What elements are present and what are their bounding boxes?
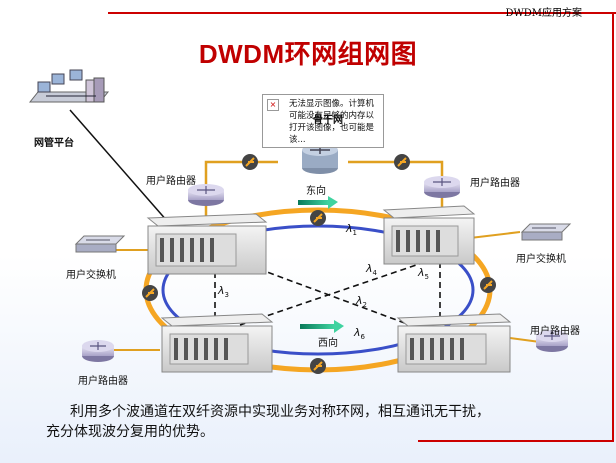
- broken-image-message: 无法显示图像。计算机可能没有足够的内存以打开该图像，也可能是该...: [289, 99, 375, 145]
- wavelength-paths: [214, 261, 441, 326]
- east-arrow-icon: [298, 196, 338, 209]
- page-title: DWDM环网组网图: [198, 39, 418, 69]
- amplifier-icon: [310, 210, 326, 226]
- amplifier-icon: [480, 277, 496, 293]
- west-label: 西向: [318, 338, 338, 349]
- dwdm-device-ne: [382, 205, 476, 265]
- mgmt-platform-icon: [28, 69, 110, 103]
- router-top-left-label: 用户路由器: [146, 176, 196, 187]
- link-router-bottom-right: [509, 337, 541, 343]
- router-icon: [82, 340, 114, 362]
- caption-line-2: 充分体现波分复用的优势。: [46, 424, 214, 440]
- router-icon: [188, 184, 224, 206]
- dwdm-device-nw: [146, 213, 268, 275]
- lambda-3-label: λ3: [218, 284, 229, 300]
- footer-line: [418, 440, 614, 442]
- east-label: 东向: [306, 186, 326, 197]
- west-arrow-icon: [300, 320, 344, 333]
- mgmt-platform-label: 网管平台: [34, 138, 74, 149]
- switch-icon: [520, 223, 572, 241]
- amplifier-icon: [310, 358, 326, 374]
- amplifier-icon: [142, 285, 158, 301]
- lambda-5-label: λ5: [418, 266, 429, 282]
- caption: 利用多个波通道在双纤资源中实现业务对称环网，相互通讯无干扰， 充分体现波分复用的…: [46, 402, 590, 442]
- amplifier-icon: [242, 154, 258, 170]
- link-switch-right: [469, 231, 521, 239]
- lambda-6-label: λ6: [354, 326, 365, 342]
- lambda-1-label: λ1: [346, 222, 357, 238]
- switch-left-label: 用户交换机: [66, 270, 116, 281]
- dwdm-device-sw: [160, 313, 274, 373]
- router-top-right-label: 用户路由器: [470, 178, 520, 189]
- mgmt-cable: [69, 109, 169, 223]
- header-right-line: [612, 12, 614, 442]
- switch-icon: [74, 235, 126, 253]
- fiber-top-left: [204, 160, 278, 186]
- dwdm-device-se: [396, 313, 512, 373]
- switch-right-label: 用户交换机: [516, 254, 566, 265]
- router-bottom-right-label: 用户路由器: [530, 326, 580, 337]
- backbone-router-icon: [302, 144, 338, 174]
- header-label: DWDM应用方案: [505, 8, 582, 19]
- header-top-line: [108, 12, 616, 14]
- router-bottom-left-label: 用户路由器: [78, 376, 128, 387]
- lambda-4-label: λ4: [366, 262, 377, 278]
- caption-line-1: 利用多个波通道在双纤资源中实现业务对称环网，相互通讯无干扰，: [70, 404, 490, 420]
- amplifier-icon: [394, 154, 410, 170]
- router-icon: [536, 330, 568, 352]
- backbone-label: 骨干网: [313, 115, 343, 126]
- router-icon: [424, 176, 460, 198]
- lambda-2-label: λ2: [356, 294, 367, 310]
- broken-image-icon: ×: [267, 99, 279, 111]
- broken-image-placeholder: × 无法显示图像。计算机可能没有足够的内存以打开该图像，也可能是该... 骨干网: [262, 94, 384, 148]
